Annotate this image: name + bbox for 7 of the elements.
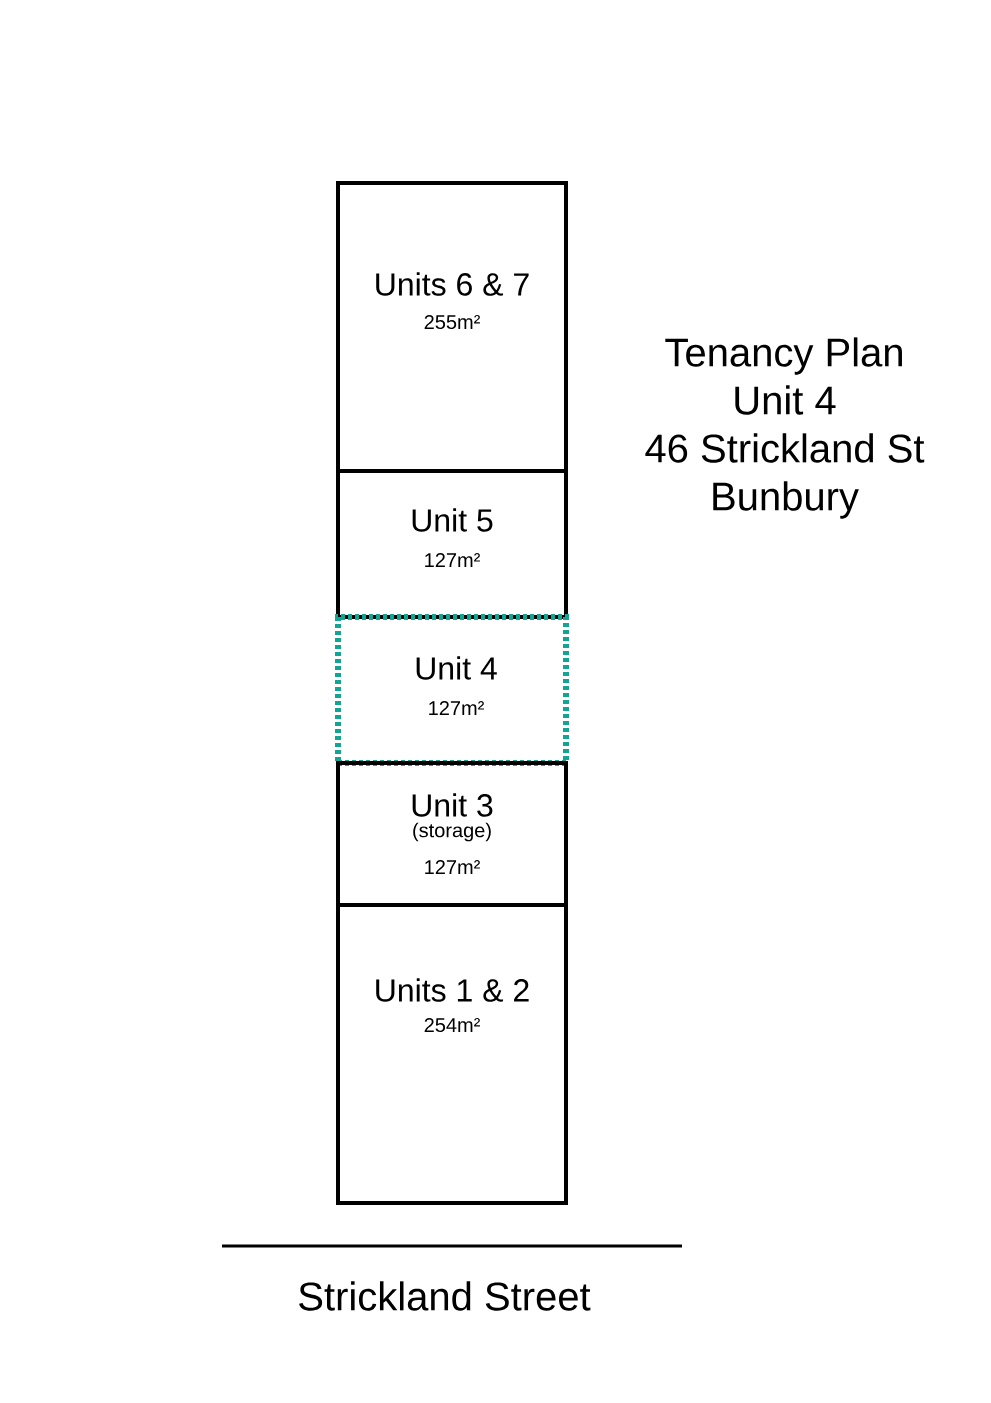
title: Tenancy Plan Unit 4 46 Strickland St Bunbury xyxy=(645,337,925,519)
highlighted-unit-box: Unit 4 127m² xyxy=(335,614,569,766)
unit-box: Unit 3 (storage) 127m² xyxy=(336,761,568,907)
street-name: Strickland Street xyxy=(299,1281,591,1311)
unit-box: Unit 5 127m² xyxy=(336,469,568,619)
unit-box: Units 6 & 7 255m² xyxy=(336,181,568,473)
unit-box: Units 1 & 2 254m² xyxy=(336,903,568,1205)
